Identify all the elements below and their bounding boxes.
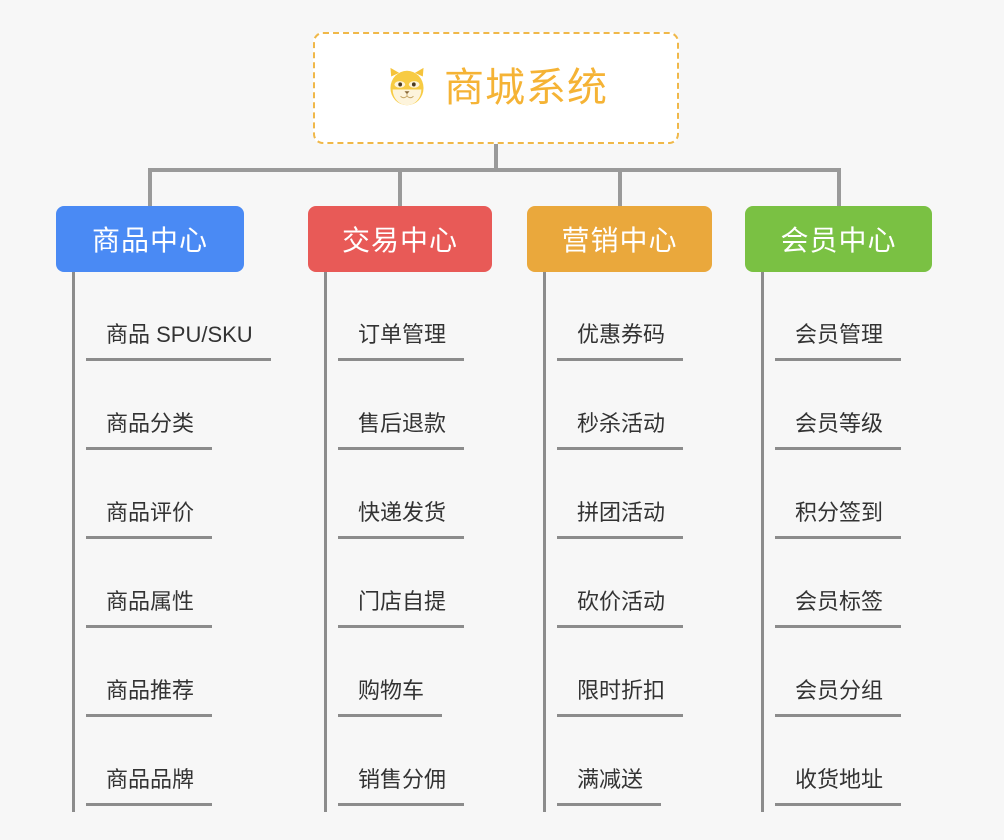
leaf-label: 商品推荐 (86, 680, 213, 717)
leaf-item[interactable]: 会员等级 (761, 361, 902, 450)
leaf-label: 会员分组 (775, 680, 902, 717)
leaf-label: 收货地址 (775, 769, 902, 806)
leaf-label: 拼团活动 (557, 502, 684, 539)
leaf-label: 购物车 (338, 680, 443, 717)
leaf-item[interactable]: 购物车 (324, 628, 464, 717)
leaf-label: 优惠券码 (557, 324, 684, 361)
leaf-label: 砍价活动 (557, 591, 684, 628)
leaf-item[interactable]: 满减送 (543, 717, 683, 806)
leaf-item[interactable]: 积分签到 (761, 450, 902, 539)
leaf-label: 满减送 (557, 769, 662, 806)
connector-drop-4 (836, 168, 841, 208)
root-node[interactable]: 商城系统 (313, 32, 679, 144)
leaf-item[interactable]: 销售分佣 (324, 717, 465, 806)
leaf-label: 会员管理 (775, 324, 902, 361)
leaf-label: 门店自提 (338, 591, 465, 628)
leaf-label: 会员等级 (775, 413, 902, 450)
leaf-label: 商品属性 (86, 591, 213, 628)
leaf-item[interactable]: 限时折扣 (543, 628, 684, 717)
leaf-item[interactable]: 售后退款 (324, 361, 465, 450)
connector-drop-3 (617, 168, 622, 208)
category-box-4[interactable]: 会员中心 (745, 206, 932, 272)
leaf-trunk-line (761, 272, 764, 812)
leaf-column-3: 优惠券码秒杀活动拼团活动砍价活动限时折扣满减送 (543, 272, 684, 812)
leaf-trunk-line (543, 272, 546, 812)
leaf-item[interactable]: 商品属性 (72, 539, 271, 628)
leaf-item[interactable]: 商品 SPU/SKU (72, 272, 271, 361)
connector-drop-1 (148, 168, 152, 208)
leaf-label: 积分签到 (775, 502, 902, 539)
shiba-dog-face-icon (384, 65, 430, 111)
leaf-item[interactable]: 快递发货 (324, 450, 465, 539)
category-box-1[interactable]: 商品中心 (56, 206, 244, 272)
leaf-column-2: 订单管理售后退款快递发货门店自提购物车销售分佣 (324, 272, 465, 812)
connector-root-stem (494, 144, 498, 170)
category-label: 会员中心 (780, 225, 897, 256)
leaf-item[interactable]: 拼团活动 (543, 450, 684, 539)
leaf-item[interactable]: 会员标签 (761, 539, 902, 628)
leaf-label: 快递发货 (338, 502, 465, 539)
leaf-item[interactable]: 商品推荐 (72, 628, 271, 717)
category-label: 营销中心 (561, 225, 678, 256)
leaf-label: 商品评价 (86, 502, 213, 539)
leaf-item[interactable]: 优惠券码 (543, 272, 684, 361)
leaf-item[interactable]: 秒杀活动 (543, 361, 684, 450)
leaf-item[interactable]: 收货地址 (761, 717, 902, 806)
leaf-item[interactable]: 砍价活动 (543, 539, 684, 628)
leaf-trunk-line (324, 272, 327, 812)
leaf-item[interactable]: 订单管理 (324, 272, 465, 361)
leaf-label: 售后退款 (338, 413, 465, 450)
leaf-item[interactable]: 商品品牌 (72, 717, 271, 806)
leaf-column-4: 会员管理会员等级积分签到会员标签会员分组收货地址 (761, 272, 902, 812)
leaf-label: 商品品牌 (86, 769, 213, 806)
leaf-trunk-line (72, 272, 75, 812)
root-title: 商城系统 (444, 66, 608, 110)
leaf-item[interactable]: 门店自提 (324, 539, 465, 628)
connector-drop-2 (398, 168, 402, 208)
leaf-label: 销售分佣 (338, 769, 465, 806)
leaf-label: 限时折扣 (557, 680, 684, 717)
leaf-item[interactable]: 商品分类 (72, 361, 271, 450)
category-label: 商品中心 (91, 225, 208, 256)
category-box-2[interactable]: 交易中心 (308, 206, 492, 272)
category-box-3[interactable]: 营销中心 (527, 206, 712, 272)
leaf-label: 订单管理 (338, 324, 465, 361)
category-label: 交易中心 (341, 225, 458, 256)
leaf-label: 商品 SPU/SKU (86, 324, 271, 361)
leaf-item[interactable]: 商品评价 (72, 450, 271, 539)
leaf-item[interactable]: 会员分组 (761, 628, 902, 717)
connector-horizontal-bar (148, 168, 840, 172)
leaf-label: 秒杀活动 (557, 413, 684, 450)
leaf-column-1: 商品 SPU/SKU 商品分类商品评价商品属性商品推荐商品品牌 (72, 272, 271, 812)
leaf-item[interactable]: 会员管理 (761, 272, 902, 361)
leaf-label: 会员标签 (775, 591, 902, 628)
leaf-label: 商品分类 (86, 413, 213, 450)
